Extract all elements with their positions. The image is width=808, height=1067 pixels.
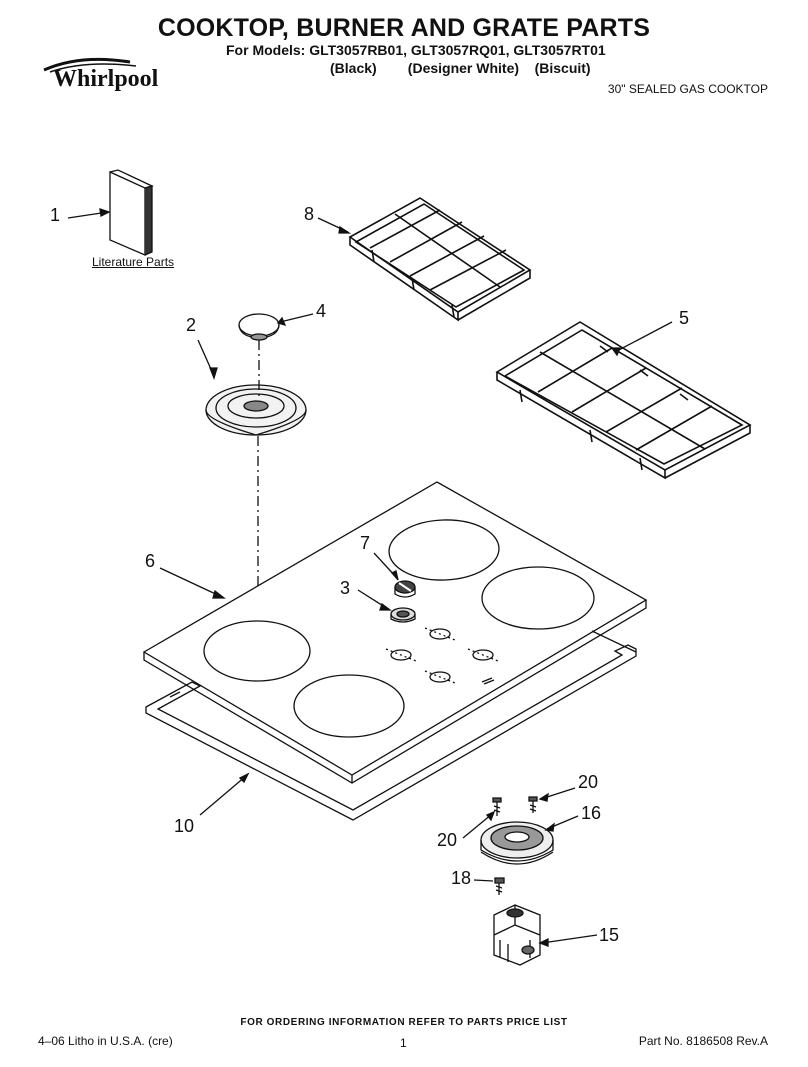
callout-20-upper: 20 — [578, 772, 599, 792]
callout-10: 10 — [174, 816, 195, 836]
igniter-assembly-icon — [493, 904, 541, 966]
burner-base-icon — [480, 821, 554, 865]
callout-15: 15 — [599, 925, 620, 945]
large-grate-icon — [495, 321, 752, 480]
callout-5: 5 — [679, 308, 690, 328]
cooktop-surface-icon — [142, 481, 648, 784]
cooktop-gasket-icon — [145, 630, 637, 821]
callout-6: 6 — [145, 551, 156, 571]
brand-logo: Whirlpool — [53, 66, 159, 92]
screw-icon — [528, 796, 538, 813]
callout-8: 8 — [304, 204, 315, 224]
screw-icon — [492, 797, 502, 816]
callout-7: 7 — [360, 533, 371, 553]
burner-cap-icon — [238, 313, 280, 341]
literature-booklet-icon — [109, 169, 154, 256]
trim-ring-icon — [205, 384, 307, 436]
appliance-subtitle: 30" SEALED GAS COOKTOP — [607, 82, 768, 96]
callout-18: 18 — [451, 868, 472, 888]
small-grate-icon — [348, 197, 532, 322]
model-colors: (Black) (Designer White) (Biscuit) — [330, 60, 591, 76]
knob-bezel-icon — [390, 607, 416, 623]
whirlpool-swoosh-icon — [43, 57, 137, 73]
model-numbers: For Models: GLT3057RB01, GLT3057RQ01, GL… — [226, 42, 606, 58]
print-info: 4–06 Litho in U.S.A. (cre) — [38, 1034, 173, 1048]
callout-16: 16 — [581, 803, 602, 823]
callout-1: 1 — [50, 205, 61, 225]
control-knob-icon — [394, 580, 416, 598]
page-title: COOKTOP, BURNER AND GRATE PARTS — [157, 14, 651, 42]
part-number: Part No. 8186508 Rev.A — [638, 1034, 768, 1048]
callout-20-lower: 20 — [437, 830, 458, 850]
callout-2: 2 — [186, 315, 197, 335]
page-number: 1 — [400, 1036, 407, 1050]
control-markings-icon — [385, 627, 499, 685]
callout-3: 3 — [340, 578, 351, 598]
ordering-note: FOR ORDERING INFORMATION REFER TO PARTS … — [240, 1017, 568, 1028]
literature-parts-label: Literature Parts — [92, 255, 175, 269]
screw-icon — [494, 877, 505, 895]
callout-4: 4 — [316, 301, 327, 321]
